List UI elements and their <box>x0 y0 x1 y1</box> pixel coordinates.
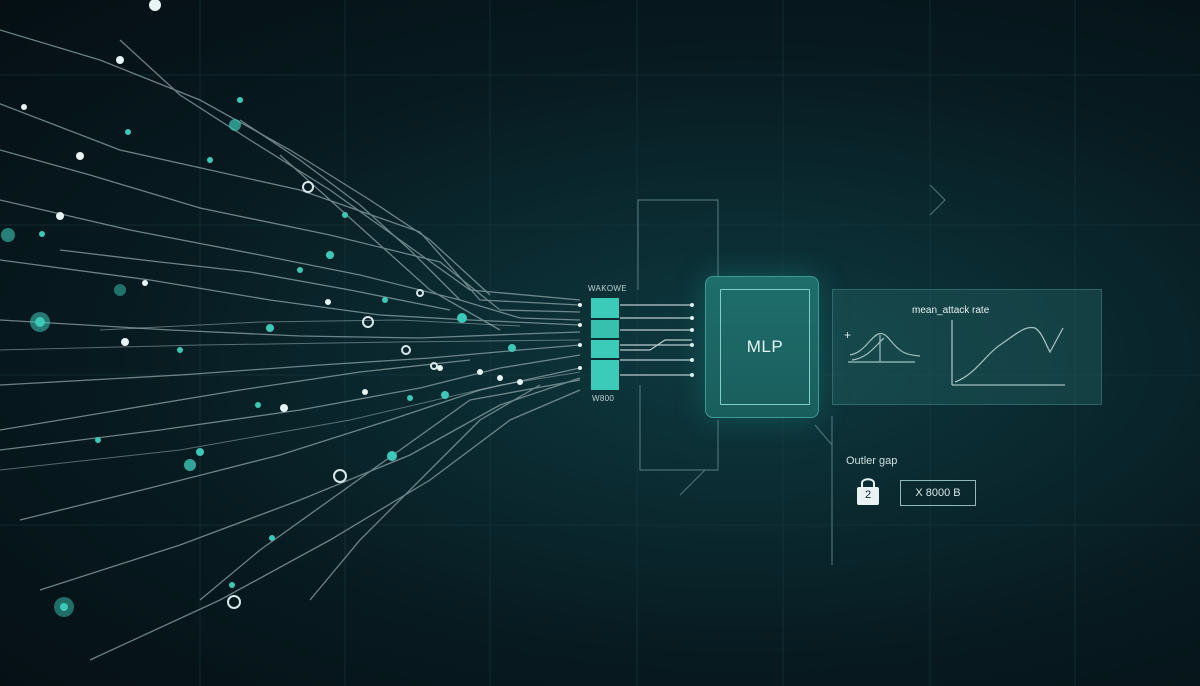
plot-title: mean_attack rate <box>912 305 990 316</box>
lock-value: 2 <box>864 489 872 501</box>
mlp-label: MLP <box>746 337 784 356</box>
input-connections <box>0 29 581 661</box>
lock-icon <box>857 478 879 505</box>
plus-marker: + <box>844 328 852 342</box>
stack-label-bottom: W800 <box>592 394 615 403</box>
bright-nodes <box>21 0 523 412</box>
output-connections <box>620 304 692 376</box>
accent-connections <box>0 319 581 471</box>
plot-right <box>951 320 1065 386</box>
gap-label: Outler gap <box>846 455 898 467</box>
mlp-inner-frame: MLP <box>720 289 810 405</box>
value-box: X 8000 B <box>900 480 976 506</box>
bracket-lines <box>637 184 946 565</box>
plot-panel <box>832 289 1102 405</box>
network-nodes <box>1 97 516 617</box>
plot-left <box>848 332 921 363</box>
layer-stack <box>591 298 619 390</box>
stack-label-top: WAKOWE <box>588 284 627 293</box>
connector-dots <box>578 303 694 377</box>
mlp-block: MLP <box>705 276 819 418</box>
ring-nodes <box>227 181 438 609</box>
